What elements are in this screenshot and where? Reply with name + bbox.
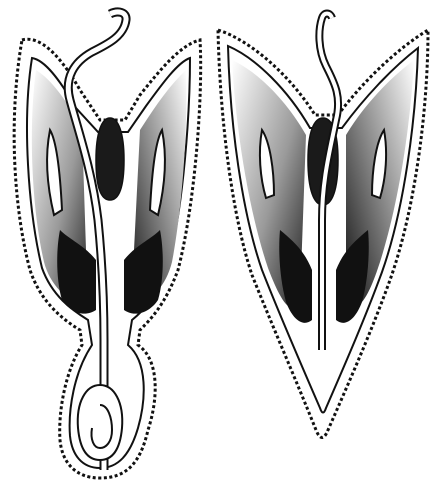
right-flower-section [218, 14, 428, 438]
left-flower-section [14, 12, 201, 478]
left-central-anther [96, 118, 124, 200]
